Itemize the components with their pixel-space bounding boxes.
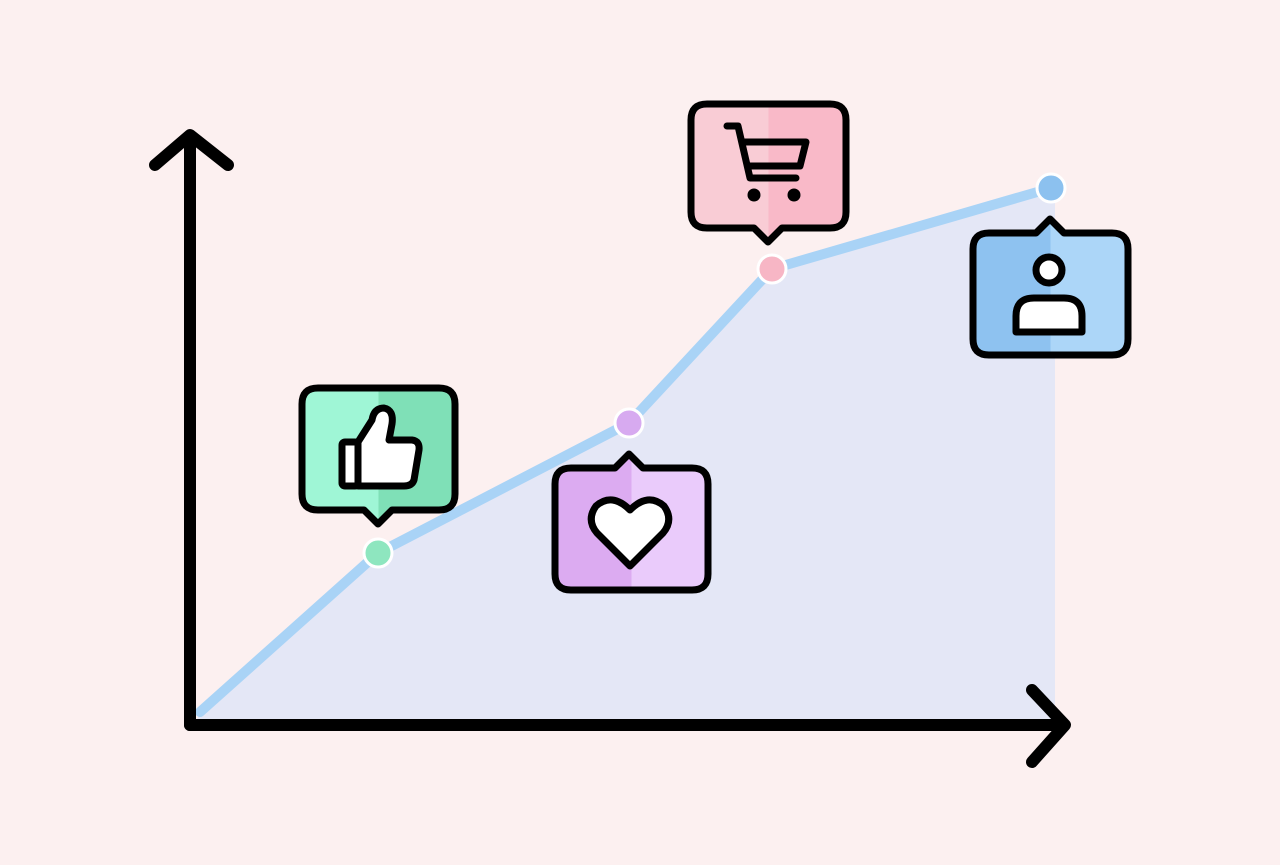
data-point-3: [756, 253, 788, 285]
shopping-cart-icon: [723, 122, 810, 202]
shopping-cart-bubble: [687, 100, 850, 246]
thumbs-up-bubble: [298, 384, 459, 528]
heart-icon: [587, 496, 673, 570]
user-bubble: [969, 215, 1132, 359]
data-point-4: [1035, 172, 1067, 204]
heart-bubble: [551, 450, 712, 594]
x-axis: [184, 684, 1071, 768]
data-point-1: [362, 537, 394, 569]
data-point-2: [613, 407, 645, 439]
y-axis: [149, 129, 234, 731]
user-icon: [1012, 253, 1086, 336]
thumbs-up-icon: [338, 404, 423, 490]
